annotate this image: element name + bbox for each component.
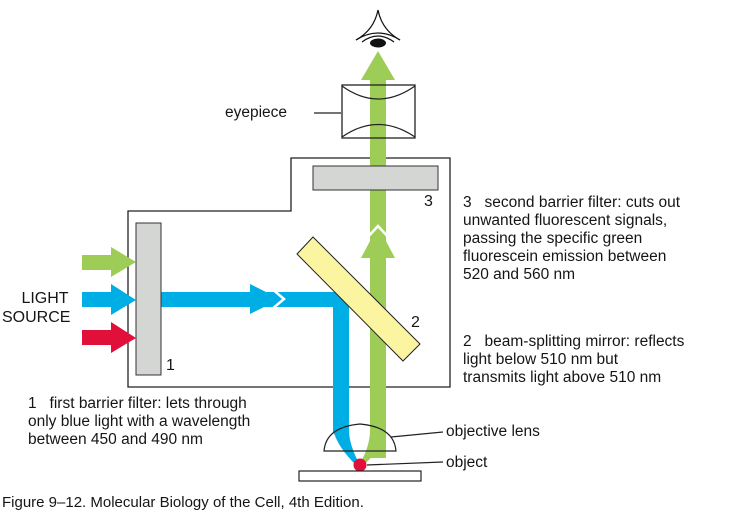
green-beam-arrowhead-mid (361, 226, 395, 258)
object-leader-line (366, 461, 444, 466)
light-source-label-line1: LIGHT (21, 290, 69, 307)
description-line: 520 and 560 nm (463, 266, 576, 283)
green-beam-chevron (366, 224, 390, 239)
incoming-red-light-arrow (82, 322, 136, 353)
green-beam-arrowhead-top (361, 51, 395, 80)
description-line: 1 first barrier filter: lets through (28, 395, 247, 412)
green-beam-from-object (359, 430, 386, 466)
specimen-object (353, 458, 367, 472)
blue-beam-to-object (333, 430, 360, 466)
description-line: between 450 and 490 nm (28, 431, 203, 448)
description-line: only blue light with a wavelength (28, 413, 251, 430)
description-line: unwanted fluorescent signals, (463, 212, 668, 229)
incoming-blue-light-arrow (82, 284, 136, 315)
green-emission-beam (370, 78, 386, 458)
blue-beam-arrowhead (250, 284, 280, 314)
description-line: fluorescein emission between (463, 248, 667, 265)
filter-1-number: 1 (166, 357, 175, 374)
description-line: light below 510 nm but (463, 351, 619, 368)
description-line: 2 beam-splitting mirror: reflects (463, 333, 685, 350)
blue-beam-chevron (270, 287, 286, 311)
object-label: object (446, 454, 488, 471)
second-barrier-filter (312, 165, 439, 191)
objective-lens-label: objective lens (446, 423, 540, 440)
first-barrier-filter (135, 222, 162, 376)
description-line: 3 second barrier filter: cuts out (463, 194, 681, 211)
description-line: passing the specific green (463, 230, 643, 247)
eye-icon (355, 9, 401, 48)
objective-lens (323, 423, 397, 452)
mirror-2-number: 2 (411, 314, 420, 331)
figure-caption: Figure 9–12. Molecular Biology of the Ce… (2, 494, 364, 511)
filter-3-number: 3 (424, 193, 433, 210)
microscope-slide (298, 470, 422, 482)
microscope-housing (127, 157, 451, 388)
objective-lens-leader-line (390, 431, 444, 438)
eyepiece-label: eyepiece (225, 104, 288, 121)
beam-splitting-mirror (296, 236, 421, 362)
eyepiece-lens (341, 84, 416, 139)
description-line: transmits light above 510 nm (463, 369, 662, 386)
light-source-label-line2: SOURCE (2, 309, 71, 326)
blue-excitation-beam-vertical (333, 292, 349, 432)
incoming-green-light-arrow (82, 247, 136, 277)
